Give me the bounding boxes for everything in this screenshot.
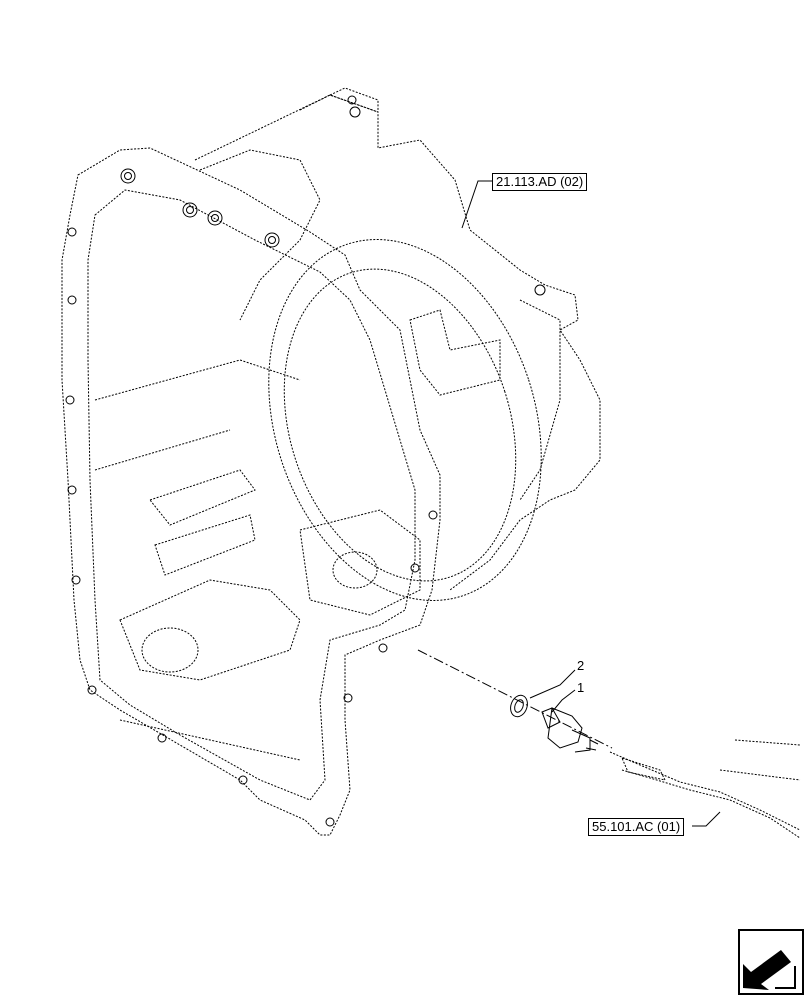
sensor-axis-centerline	[417, 649, 613, 749]
wiring-harness	[609, 739, 801, 839]
housing-flange-inner	[87, 189, 416, 801]
leader-lines	[461, 180, 721, 827]
sealing-washer	[510, 694, 528, 718]
reference-label-21-113-ad[interactable]: 21.113.AD (02)	[492, 173, 588, 191]
next-page-arrow-icon[interactable]	[737, 928, 805, 996]
housing-bracket	[409, 309, 501, 396]
bore-opening	[141, 627, 199, 673]
housing-top-edge	[299, 87, 379, 113]
temperature-sensor	[541, 707, 599, 753]
bell-housing-inner	[283, 268, 517, 582]
boss-hole	[332, 551, 378, 589]
reference-label-55-101-ac[interactable]: 55.101.AC (01)	[588, 818, 685, 836]
callout-item-1: 1	[577, 680, 585, 695]
housing-boss	[299, 509, 421, 616]
housing-top	[194, 94, 601, 591]
harness-connector	[621, 757, 666, 781]
housing-rib-1	[149, 469, 256, 576]
housing-side-wall	[519, 299, 561, 501]
housing-bore	[119, 579, 301, 681]
flange-bolt-holes	[65, 95, 546, 827]
housing-flange-outline	[61, 147, 441, 836]
callout-item-2: 2	[577, 658, 585, 673]
housing-floor	[94, 359, 301, 761]
bell-housing-outer	[268, 239, 542, 601]
housing-rear-rib	[199, 149, 321, 321]
